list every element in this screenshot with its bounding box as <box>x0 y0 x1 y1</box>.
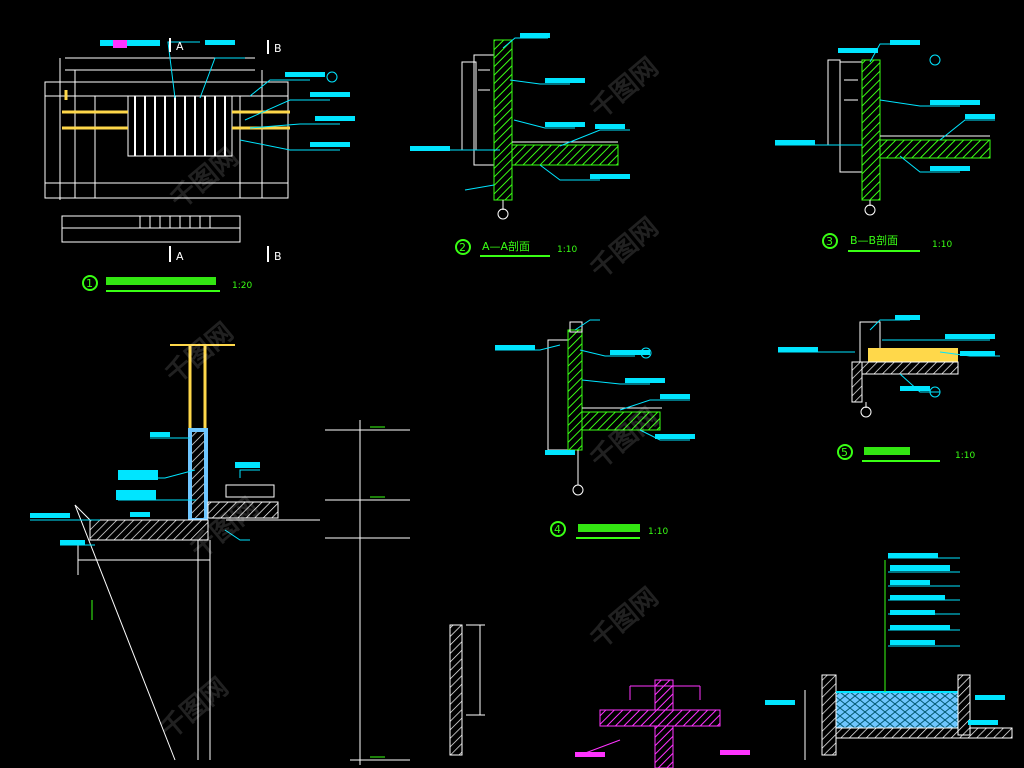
detail-4-scale: 1:10 <box>648 527 668 537</box>
planter-detail <box>765 553 1013 760</box>
membrane-lines <box>62 90 290 130</box>
section-mark-a-top: A <box>176 40 184 53</box>
detail-5-title-text <box>864 447 910 455</box>
detail-4-number: 4 <box>554 523 561 536</box>
wall-a-a <box>493 39 513 201</box>
roof-slab <box>581 411 661 431</box>
watermark-text: 千图网 <box>160 317 239 390</box>
leader-lines-1 <box>167 41 340 151</box>
detail-section-b-b: 3 B—B剖面 1:10 <box>775 40 995 252</box>
watermark-text: 千图网 <box>155 672 234 745</box>
detail-1-scale: 1:20 <box>232 281 252 291</box>
base-slab <box>89 519 209 541</box>
section-mark-a-bottom: A <box>176 250 184 263</box>
highlight-tag <box>113 40 127 48</box>
leader-text-1 <box>100 40 355 147</box>
detail-2-title-text: A—A剖面 <box>482 239 530 253</box>
detail-3-number: 3 <box>826 235 833 248</box>
slab-a-a <box>511 144 619 166</box>
detail-5-scale: 1:10 <box>955 451 975 461</box>
detail-2-title: 2 A—A剖面 1:10 <box>455 239 577 257</box>
detail-4-title: 4 1:10 <box>550 521 668 539</box>
detail-3-title: 3 B—B剖面 1:10 <box>822 233 952 252</box>
eave-slab <box>859 361 959 375</box>
detail-1-number: 1 <box>86 277 93 290</box>
detail-5-title: 5 1:10 <box>837 444 975 462</box>
section-mark-b-top: B <box>274 42 282 55</box>
large-wall-section <box>30 344 320 761</box>
detail-eave: 5 1:10 <box>778 315 1000 462</box>
detail-section-a-a: 2 A—A剖面 1:10 <box>410 33 630 257</box>
magenta-junction-detail <box>575 679 750 768</box>
parapet-wall <box>567 329 583 451</box>
watermark-text: 千图网 <box>585 582 664 655</box>
detail-3-scale: 1:10 <box>932 240 952 250</box>
watermark-text: 千图网 <box>585 212 664 285</box>
section-marks: A B A B <box>169 38 282 263</box>
detail-5-number: 5 <box>841 446 848 459</box>
detail-3-title-text: B—B剖面 <box>850 233 898 247</box>
elevation-line <box>325 420 410 765</box>
section-mark-b-bottom: B <box>274 250 282 263</box>
gravel-layer <box>835 691 961 729</box>
detail-roof-edge: 4 1:10 <box>495 319 695 539</box>
detail-1-title: 1 1:20 <box>82 275 252 292</box>
column-strip <box>449 624 485 756</box>
wall-b-b <box>861 59 881 201</box>
grille-bars <box>134 96 226 156</box>
slab-b-b <box>879 139 991 159</box>
detail-2-scale: 1:10 <box>557 245 577 255</box>
detail-4-title-text <box>578 524 640 532</box>
detail-grille-plan: A B A B 1 1:20 <box>44 38 355 292</box>
detail-1-title-text <box>106 277 216 285</box>
watermark-text: 千图网 <box>585 52 664 125</box>
eave-membrane <box>868 348 958 362</box>
detail-2-number: 2 <box>459 241 466 254</box>
